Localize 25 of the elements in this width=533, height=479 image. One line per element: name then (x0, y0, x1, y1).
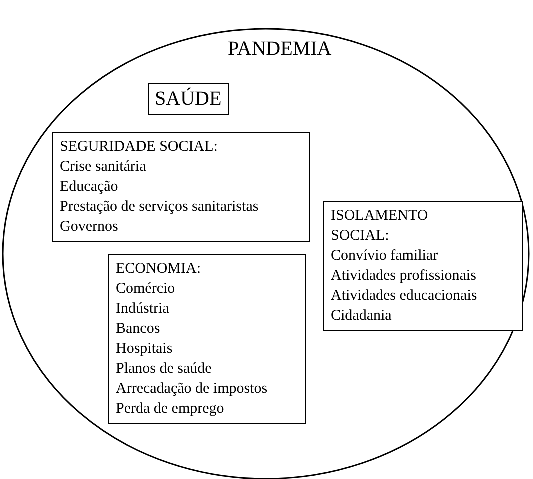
ellipse-region (2, 28, 530, 479)
list-item: Bancos (116, 320, 162, 339)
list-item: Atividades profissionais (331, 267, 478, 286)
list-item: Arrecadação de impostos (116, 380, 269, 399)
list-item: Convívio familiar (331, 247, 440, 266)
list-item: Hospitais (116, 340, 174, 359)
list-item: Educação (60, 178, 120, 197)
list-box (323, 201, 523, 331)
list-item: Planos de saúde (116, 360, 213, 379)
list-item: Prestação de serviços sanitaristas (60, 198, 260, 217)
box-heading: ISOLAMENTO SOCIAL: (331, 207, 430, 246)
list-item: Cidadania (331, 307, 393, 326)
list-box (108, 254, 306, 424)
list-item: Governos (60, 218, 120, 237)
list-item: Atividades educacionais (331, 287, 478, 306)
list-item: Crise sanitária (60, 158, 148, 177)
box-heading: ECONOMIA: (116, 260, 202, 279)
label-box (148, 83, 229, 115)
list-item: Comércio (116, 280, 176, 299)
box-heading: SEGURIDADE SOCIAL: (60, 138, 219, 157)
list-item: Indústria (116, 300, 170, 319)
region-title: PANDEMIA (228, 38, 332, 61)
box-title: SAÚDE (155, 87, 222, 111)
list-box (52, 132, 310, 242)
list-item: Perda de emprego (116, 400, 226, 419)
